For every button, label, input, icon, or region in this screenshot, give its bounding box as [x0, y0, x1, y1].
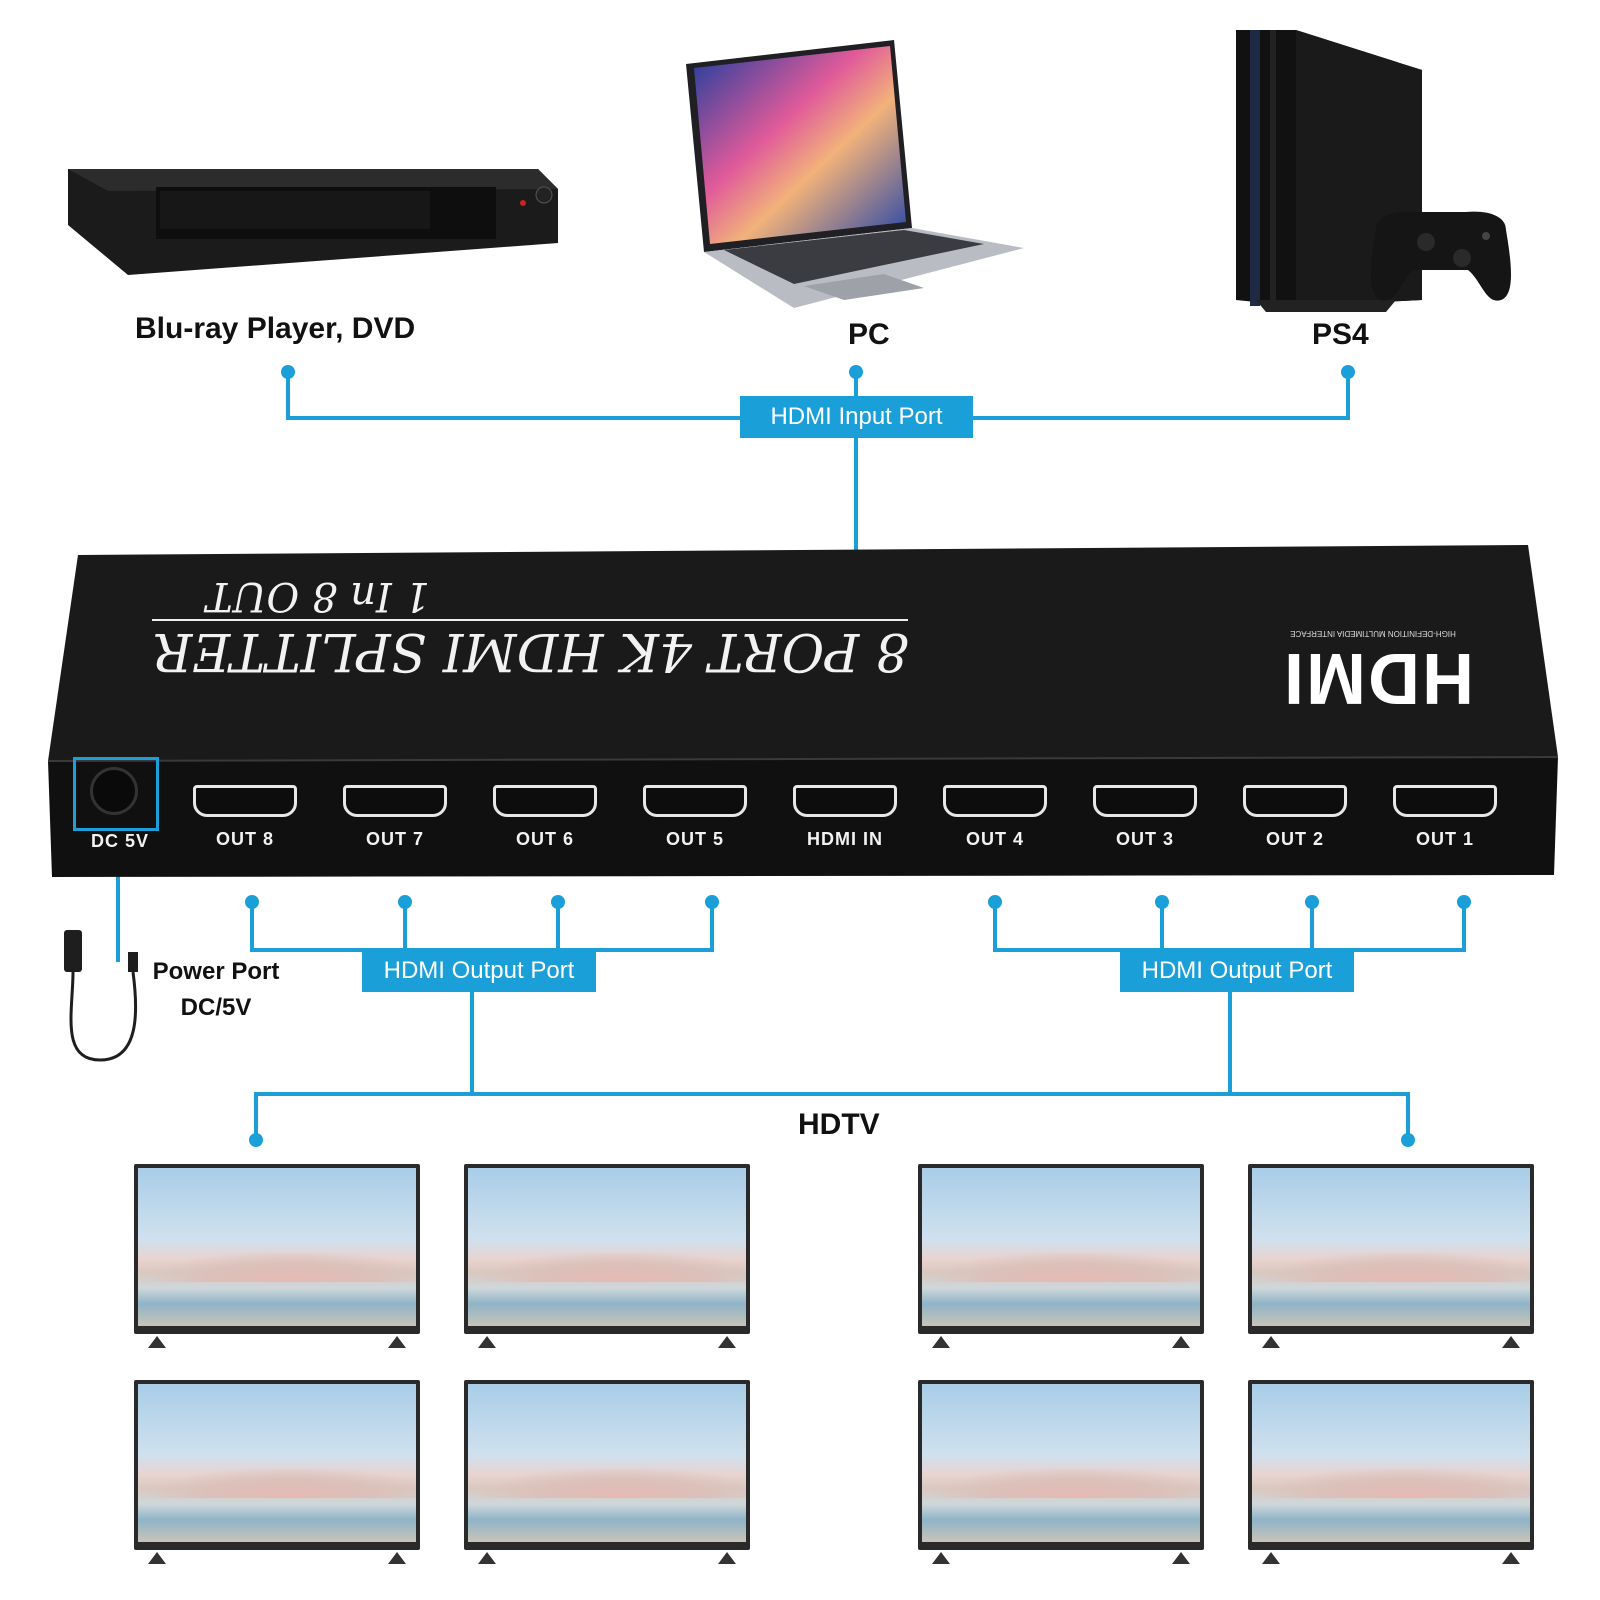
hdmi-input-port-tag: HDMI Input Port — [740, 396, 973, 438]
hdtv-screen — [134, 1164, 420, 1348]
hdtv-screen — [1248, 1164, 1534, 1348]
power-port-line2: DC/5V — [180, 994, 252, 1021]
dc-5v-label: DC 5V — [90, 831, 149, 851]
ps4-console-icon — [1236, 30, 1526, 312]
hdtv-screen — [918, 1164, 1204, 1348]
hdmi-port-out-4[interactable] — [943, 785, 1047, 817]
hdmi-logo: HDMI — [1282, 638, 1474, 718]
port-label-out-6: OUT 6 — [515, 829, 574, 849]
hdmi-port-in[interactable] — [793, 785, 897, 817]
hdtv-label: HDTV — [798, 1108, 880, 1141]
hdmi-port-out-8[interactable] — [193, 785, 297, 817]
dc-5v-jack[interactable] — [90, 767, 138, 815]
laptop-icon — [684, 38, 1028, 312]
hdmi-port-out-6[interactable] — [493, 785, 597, 817]
hdtv-screen — [918, 1380, 1204, 1564]
power-port-label: Power Port DC/5V — [148, 958, 284, 1022]
hdmi-port-out-7[interactable] — [343, 785, 447, 817]
hdtv-screen — [464, 1164, 750, 1348]
hdmi-output-port-tag-right: HDMI Output Port — [1120, 950, 1354, 992]
hdmi-port-out-3[interactable] — [1093, 785, 1197, 817]
hdmi-splitter-device: 1 In 8 OUT 8 PORT 4K HDMI SPLITTER HIGH-… — [48, 545, 1558, 877]
hdmi-port-out-2[interactable] — [1243, 785, 1347, 817]
hdmi-output-port-tag-left: HDMI Output Port — [362, 950, 596, 992]
device-title: 8 PORT 4K HDMI SPLITTER — [153, 621, 909, 681]
port-label-hdmi-in: HDMI IN — [807, 829, 883, 849]
dc-5v-port-highlight — [73, 757, 159, 831]
device-subtitle: 1 In 8 OUT — [206, 573, 430, 619]
port-label-out-3: OUT 3 — [1115, 829, 1174, 849]
hdmi-port-out-1[interactable] — [1393, 785, 1497, 817]
source-label-ps4: PS4 — [1312, 318, 1369, 351]
device-title-divider — [152, 619, 908, 621]
bluray-player-icon — [68, 165, 583, 283]
source-label-bluray: Blu-ray Player, DVD — [135, 312, 416, 345]
hdtv-screen — [134, 1380, 420, 1564]
port-label-out-8: OUT 8 — [215, 829, 274, 849]
hdtv-screen — [1248, 1380, 1534, 1564]
port-label-out-7: OUT 7 — [365, 829, 424, 849]
source-label-pc: PC — [848, 318, 890, 351]
hdtv-screen — [464, 1380, 750, 1564]
port-label-out-1: OUT 1 — [1415, 829, 1474, 849]
power-port-line1: Power Port — [152, 958, 280, 985]
port-label-out-2: OUT 2 — [1265, 829, 1324, 849]
hdmi-port-out-5[interactable] — [643, 785, 747, 817]
port-label-out-5: OUT 5 — [665, 829, 724, 849]
port-label-out-4: OUT 4 — [965, 829, 1024, 849]
power-adapter-icon — [64, 930, 138, 1062]
